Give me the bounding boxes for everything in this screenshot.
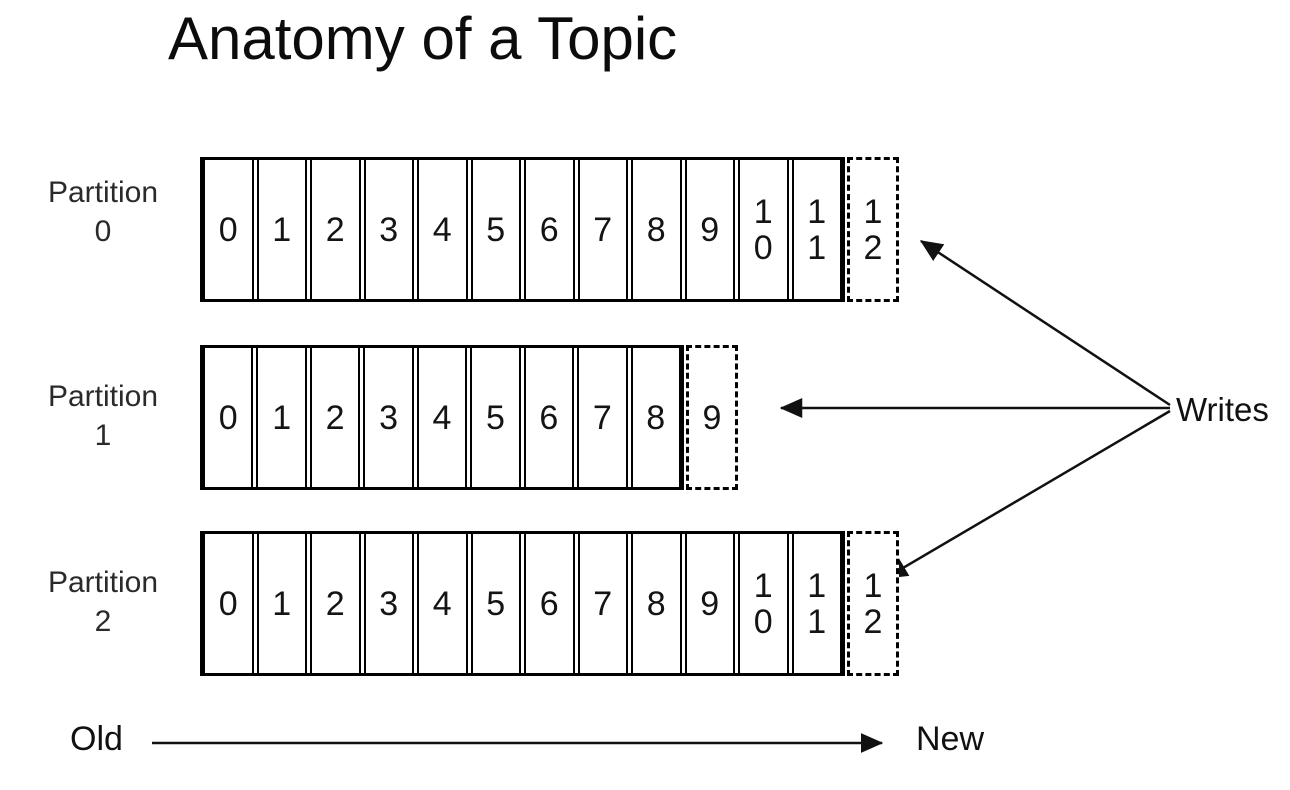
writes-arrow-partition-2 [884, 409, 1171, 580]
partition-0-offset-cell-5: 5 [470, 160, 521, 299]
partition-1-offset-cell-8: 8 [630, 348, 681, 487]
partition-0-offset-cell-1: 1 [256, 160, 307, 299]
partition-0-next-offset-cell: 1 2 [847, 157, 899, 302]
partition-2-next-offset-cell: 1 2 [847, 531, 899, 676]
partition-2-offset-cell-2: 2 [310, 534, 361, 673]
partition-2-offset-cell-5: 5 [470, 534, 521, 673]
partition-1-offset-cell-6: 6 [523, 348, 575, 487]
partition-2-offset-cell-8: 8 [631, 534, 682, 673]
partition-2-offset-cell-7: 7 [577, 534, 628, 673]
partition-2-offset-cell-3: 3 [363, 534, 414, 673]
partition-2-offset-cell-0: 0 [203, 534, 254, 673]
partition-0-offset-cell-10: 1 0 [738, 160, 789, 299]
partition-2-offset-cell-1: 1 [256, 534, 307, 673]
partition-0-offset-cell-6: 6 [524, 160, 575, 299]
partition-1-offset-cell-2: 2 [309, 348, 361, 487]
writes-arrow-partition-0 [919, 239, 1171, 407]
axis-old-label: Old [70, 720, 123, 758]
partition-2-offset-cell-9: 9 [684, 534, 735, 673]
partition-0-offset-cell-7: 7 [577, 160, 628, 299]
partition-1-offset-cell-1: 1 [256, 348, 307, 487]
partition-1-offset-cell-0: 0 [203, 348, 254, 487]
partition-1-offset-cell-7: 7 [577, 348, 628, 487]
partition-2-offset-cell-4: 4 [417, 534, 468, 673]
partition-2-offset-cell-11: 1 1 [791, 534, 842, 673]
partition-0-offset-cell-0: 0 [203, 160, 254, 299]
partition-0-offset-cell-11: 1 1 [791, 160, 842, 299]
partition-label-0: Partition 0 [47, 175, 159, 248]
diagram-title: Anatomy of a Topic [168, 5, 678, 72]
partition-1-offset-cell-4: 4 [416, 348, 468, 487]
partition-0-offset-cell-4: 4 [417, 160, 468, 299]
partition-1-next-offset-cell: 9 [686, 345, 738, 490]
partition-0-offset-cell-3: 3 [363, 160, 414, 299]
partition-0-offset-cell-2: 2 [310, 160, 361, 299]
partition-0-offset-cell-9: 9 [684, 160, 735, 299]
partition-label-2: Partition 2 [47, 565, 159, 638]
partition-label-1: Partition 1 [47, 379, 159, 452]
partition-0-offset-cell-8: 8 [631, 160, 682, 299]
partition-2-offset-cell-10: 1 0 [738, 534, 789, 673]
partition-2-offset-cell-6: 6 [524, 534, 575, 673]
partition-1-offset-cell-3: 3 [363, 348, 414, 487]
axis-new-label: New [916, 720, 985, 758]
partition-1-offset-cell-5: 5 [470, 348, 521, 487]
writes-label: Writes [1176, 391, 1269, 428]
